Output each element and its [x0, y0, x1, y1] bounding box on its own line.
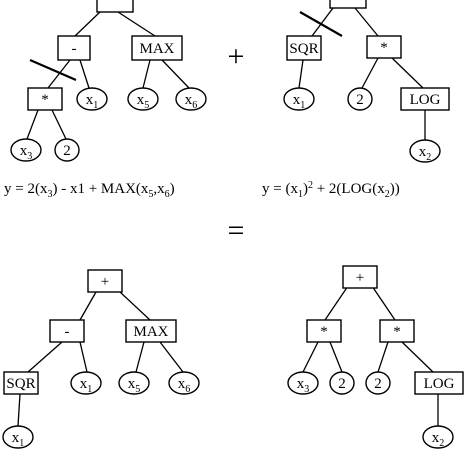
edge: [302, 341, 319, 373]
leaf-two: [347, 87, 373, 111]
edge: [79, 341, 88, 373]
sqr-label: SQR: [6, 376, 35, 392]
sqr-label: SQR: [289, 41, 318, 57]
edge: [79, 59, 90, 89]
offspring-tree-2: + * * x3 2 2 LOG x2: [287, 265, 464, 449]
parent-tree-1: - MAX * x1 x5 x6 x3 2: [10, 0, 207, 162]
edge: [51, 109, 67, 140]
plus-root-node: [87, 269, 123, 293]
multiply-node: [366, 35, 402, 59]
leaf-x5: [118, 371, 150, 395]
multiply-node: [27, 87, 63, 111]
edge: [117, 11, 156, 37]
minus-label: -: [72, 41, 77, 57]
leaf-x1: [76, 87, 108, 111]
max-node: [131, 35, 183, 61]
crossover-cut-mark: [29, 58, 77, 82]
edge: [354, 7, 379, 37]
leaf-x5: [127, 87, 159, 111]
plus-root-label: +: [101, 274, 109, 290]
edge: [401, 341, 434, 373]
edge: [79, 291, 97, 321]
edge: [159, 341, 184, 373]
sqr-node: [3, 371, 39, 395]
log-label: LOG: [410, 92, 441, 108]
edge: [361, 57, 379, 89]
leaf-two-label: 2: [356, 92, 364, 108]
offspring-tree-1: + - MAX SQR x1 x5 x6 x1: [2, 269, 200, 449]
edge: [47, 59, 71, 89]
multiply-node-left: [306, 319, 342, 343]
formula-parent-2: y = (x1)2 + 2(LOG(x2)): [262, 180, 400, 200]
edge: [329, 341, 343, 373]
multiply-node-right: [379, 319, 415, 343]
max-node: [125, 319, 177, 343]
edge: [26, 109, 39, 140]
edge: [142, 59, 151, 89]
leaf-two-a: [329, 371, 355, 395]
edge: [135, 341, 145, 373]
log-label: LOG: [424, 376, 455, 392]
edge: [74, 11, 101, 37]
edge: [298, 59, 304, 89]
minus-node: [49, 319, 85, 343]
leaf-x3: [287, 371, 319, 395]
edge: [161, 59, 190, 89]
edge: [17, 393, 21, 427]
edge: [119, 291, 151, 321]
edge: [391, 57, 424, 89]
edge: [377, 341, 389, 373]
root-node: [329, 0, 367, 9]
multiply-right-label: *: [393, 324, 401, 340]
formula-parent-1: y = 2(x3) - x1 + MAX(x5,x6): [4, 181, 175, 200]
parent-tree-2: SQR * x1 2 LOG x2: [283, 0, 450, 163]
edge: [324, 285, 349, 321]
multiply-left-label: *: [320, 324, 328, 340]
minus-node: [57, 35, 91, 61]
log-node: [400, 87, 450, 111]
leaf-x2: [422, 425, 454, 449]
edge: [371, 285, 396, 321]
crossover-cut-mark: [299, 11, 343, 37]
edge: [27, 341, 63, 373]
leaf-x1: [70, 371, 102, 395]
leaf-x3: [10, 138, 42, 162]
equals-operator: =: [228, 214, 245, 247]
root-node: [96, 0, 134, 13]
max-label: MAX: [139, 41, 174, 57]
multiply-label: *: [41, 92, 49, 108]
leaf-x1: [283, 87, 315, 111]
log-node: [414, 371, 464, 395]
plus-operator: +: [228, 40, 245, 73]
plus-root-label: +: [356, 270, 364, 286]
multiply-label: *: [380, 40, 388, 56]
max-label: MAX: [133, 324, 168, 340]
leaf-two-b-label: 2: [374, 376, 382, 392]
sqr-node: [286, 35, 322, 61]
leaf-x2: [409, 139, 441, 163]
leaf-x1-under-sqr: [2, 425, 34, 449]
minus-label: -: [65, 324, 70, 340]
leaf-two-a-label: 2: [338, 376, 346, 392]
leaf-x6: [168, 371, 200, 395]
plus-root-node: [342, 265, 378, 289]
leaf-x6: [175, 87, 207, 111]
leaf-two-b: [365, 371, 391, 395]
leaf-two-label: 2: [63, 143, 71, 159]
edge: [311, 7, 334, 37]
leaf-two: [54, 138, 80, 162]
